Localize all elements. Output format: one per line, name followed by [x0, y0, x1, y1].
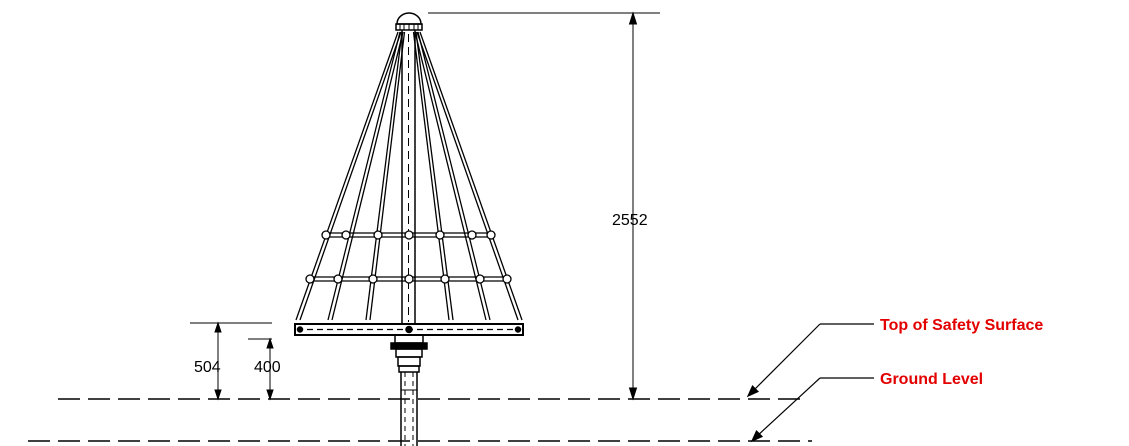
cone-ropes	[295, 31, 523, 321]
foundation-post	[398, 365, 420, 446]
rope-connectors	[305, 230, 512, 284]
base-fitting	[390, 334, 428, 367]
platform-height-dimension	[190, 321, 272, 401]
free-height-dimension	[248, 337, 274, 401]
free-height-label: 400	[254, 359, 281, 376]
mast-cap	[395, 12, 423, 31]
top-of-safety-surface-label: Top of Safety Surface	[880, 317, 1043, 334]
safety-surface-leader	[746, 323, 874, 398]
overall-height-dimension	[428, 11, 660, 401]
platform	[294, 323, 524, 336]
ground-level-leader	[750, 377, 874, 443]
overall-height-label: 2552	[612, 212, 648, 229]
central-mast	[401, 30, 416, 324]
platform-height-label: 504	[194, 359, 221, 376]
ground-level-label: Ground Level	[880, 371, 983, 388]
